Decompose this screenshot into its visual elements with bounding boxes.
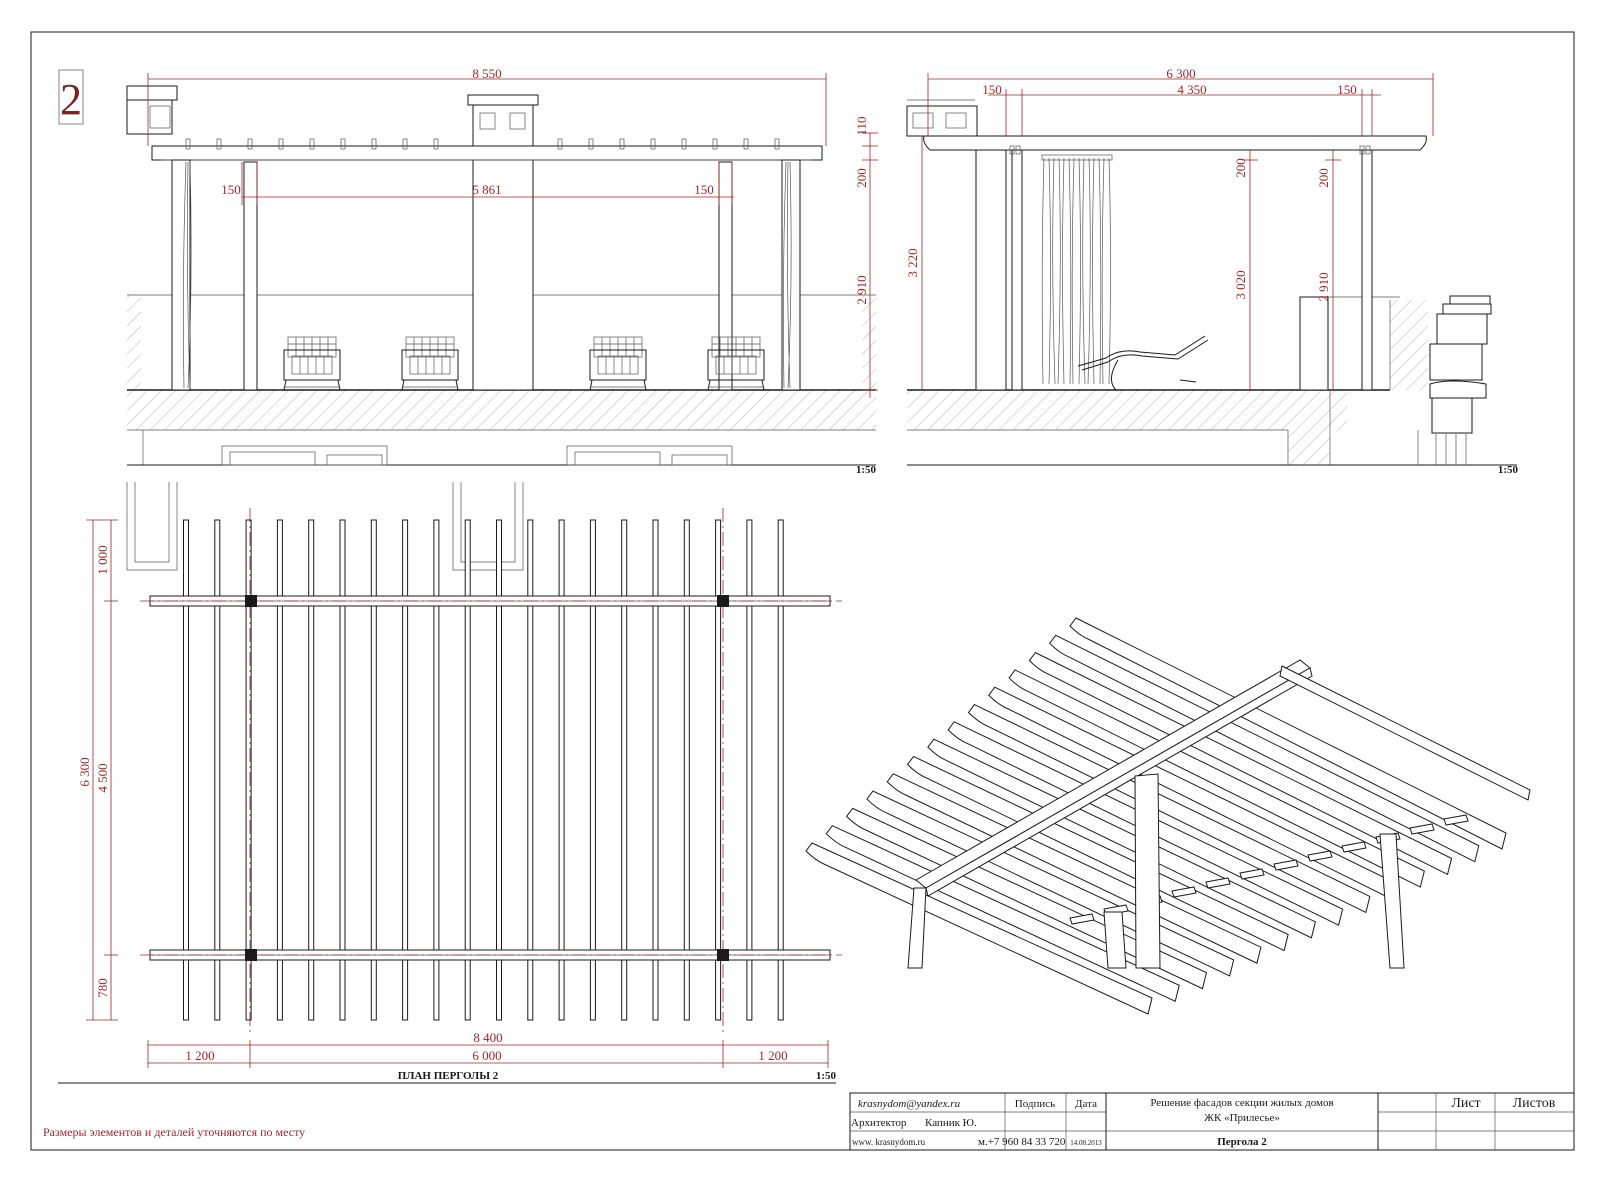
front-scale: 1:50: [856, 464, 877, 476]
tb-project-line1: Решение фасадов секции жилых домов: [1150, 1097, 1333, 1109]
sheet-note: Размеры элементов и деталей уточняются п…: [43, 1125, 305, 1139]
tb-project-line2: ЖК «Прилесье»: [1204, 1112, 1280, 1124]
side-dim-right-overhang: 150: [1337, 82, 1357, 97]
tb-sheet-label: Лист: [1451, 1096, 1480, 1111]
side-scale: 1:50: [1498, 464, 1519, 476]
side-dim-inner: 4 350: [1177, 82, 1206, 97]
pergola-perspective: [805, 617, 1531, 1015]
side-dim-beam-b: 200: [1316, 168, 1331, 188]
front-ground-hatch: [127, 390, 876, 430]
pergola-plan: 8 400 1 200 6 000 1 200 6 300 1 000 4 50…: [58, 482, 842, 1084]
plan-scale: 1:50: [816, 1070, 837, 1082]
front-dim-post-height: 2 910: [854, 275, 869, 304]
front-dim-inner: 5 861: [472, 182, 501, 197]
side-dim-mid-height: 3 020: [1233, 270, 1248, 299]
side-curtain: [1041, 157, 1111, 385]
tb-date-label: Дата: [1075, 1098, 1097, 1110]
plan-rafters: [183, 519, 784, 1021]
tb-website: www. krasnydom.ru: [852, 1137, 926, 1147]
front-dim-left-post: 150: [221, 182, 241, 197]
side-dim-post-height: 2 910: [1316, 272, 1331, 301]
tb-email: krasnydom@yandex.ru: [858, 1098, 961, 1110]
plan-dim-span: 6 000: [472, 1048, 501, 1063]
plan-title: ПЛАН ПЕРГОЛЫ 2: [398, 1070, 499, 1082]
side-dim-overall: 6 300: [1166, 66, 1195, 81]
tb-sheets-label: Листов: [1513, 1096, 1556, 1111]
front-dim-overall: 8 550: [472, 66, 501, 81]
tb-signature-label: Подпись: [1015, 1098, 1055, 1110]
tb-date: 14.08.2013: [1070, 1139, 1102, 1147]
tb-drawing-title: Пергола 2: [1217, 1136, 1267, 1148]
front-rafter-ends: [185, 138, 780, 150]
front-beam: [151, 145, 823, 161]
side-dim-beam-a: 200: [1233, 158, 1248, 178]
front-dim-right-post: 150: [694, 182, 714, 197]
plan-dim-right-overhang: 1 200: [758, 1048, 787, 1063]
side-dim-left-overhang: 150: [982, 82, 1002, 97]
sheet-number: 2: [60, 75, 82, 124]
side-dim-total-height: 3 220: [905, 248, 920, 277]
tb-phone: м.+7 960 84 33 720: [978, 1136, 1066, 1148]
front-elevation: 8 550 150 5 861 150 110 200 2 910 1:50: [126, 66, 878, 476]
plan-dim-top-overhang: 1 000: [95, 545, 110, 574]
front-chairs: [283, 336, 765, 391]
plan-dim-bottom-overhang: 780: [95, 978, 110, 998]
title-block: krasnydom@yandex.ru Подпись Дата Архитек…: [849, 1092, 1575, 1151]
tb-architect: Капник Ю.: [925, 1117, 977, 1129]
side-elevation: 6 300 150 4 350 150 3 220 200 3 020 200 …: [905, 66, 1518, 476]
sheet-border: [30, 31, 1575, 1151]
front-dim-top-beam: 110: [854, 116, 869, 135]
plan-dim-overall-depth: 6 300: [77, 757, 92, 786]
plan-dim-overall-width: 8 400: [473, 1030, 502, 1045]
lounger: [1077, 335, 1209, 391]
sheet-number-box: [58, 69, 84, 125]
plan-dim-mid-depth: 4 500: [95, 763, 110, 792]
front-dim-beam-depth: 200: [854, 168, 869, 188]
plan-dim-left-overhang: 1 200: [185, 1048, 214, 1063]
tb-role-label: Архитектор: [851, 1117, 907, 1129]
